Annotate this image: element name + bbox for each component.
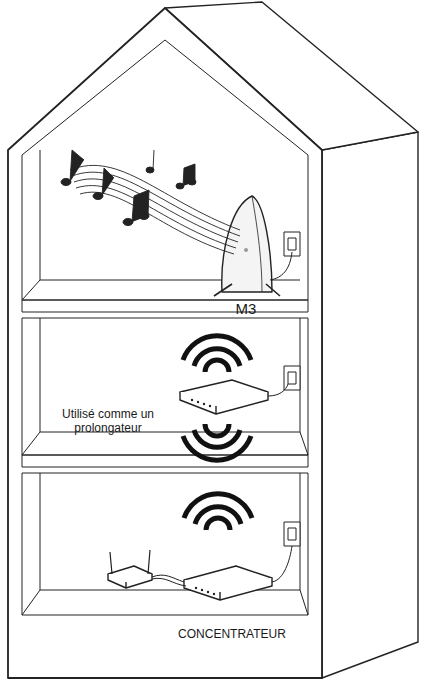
cables bbox=[152, 546, 292, 586]
router-device bbox=[108, 550, 152, 588]
device-name: CONCENTRATEUR bbox=[157, 628, 307, 642]
rooms bbox=[22, 40, 308, 615]
extender-device bbox=[180, 380, 288, 414]
device-name: M3 bbox=[216, 300, 276, 317]
m3-speaker bbox=[214, 196, 292, 296]
wall-outlets bbox=[284, 232, 300, 546]
music-notes bbox=[61, 150, 240, 254]
wifi-waves bbox=[183, 336, 252, 530]
device-role: Utilisé comme un prolongateur bbox=[53, 408, 163, 436]
hub-device bbox=[184, 566, 272, 600]
side-wall bbox=[322, 132, 418, 678]
front-wall bbox=[8, 8, 322, 678]
